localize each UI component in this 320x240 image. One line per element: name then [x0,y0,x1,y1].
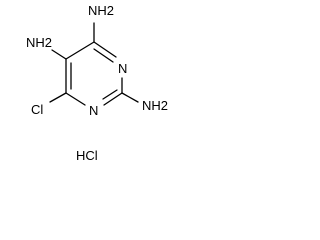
bond-c2-nh2 [121,92,139,103]
bond-n3-c4-inner [93,48,114,63]
salt-label: HCl [76,148,98,163]
bond-c4-c5 [65,41,95,60]
atom-label-amine-left: NH2 [26,35,52,50]
bond-n1-c2-inner [102,89,118,100]
bond-c6-n1 [65,92,86,106]
structure-canvas: NH2 NH2 N N Cl NH2 HCl [0,0,185,173]
atom-label-ring-n-bottom: N [89,103,98,118]
bond-c6-cl [49,92,67,103]
bond-n3-c4 [93,41,117,58]
atom-label-amine-right: NH2 [142,98,168,113]
bond-n1-c2 [103,92,123,106]
bond-c5-nh2 [51,49,67,60]
atom-label-amine-top: NH2 [88,3,114,18]
atom-label-chloro: Cl [31,102,43,117]
atom-label-ring-n-right: N [118,61,127,76]
chemical-structure: NH2 NH2 N N Cl NH2 HCl [26,3,168,163]
